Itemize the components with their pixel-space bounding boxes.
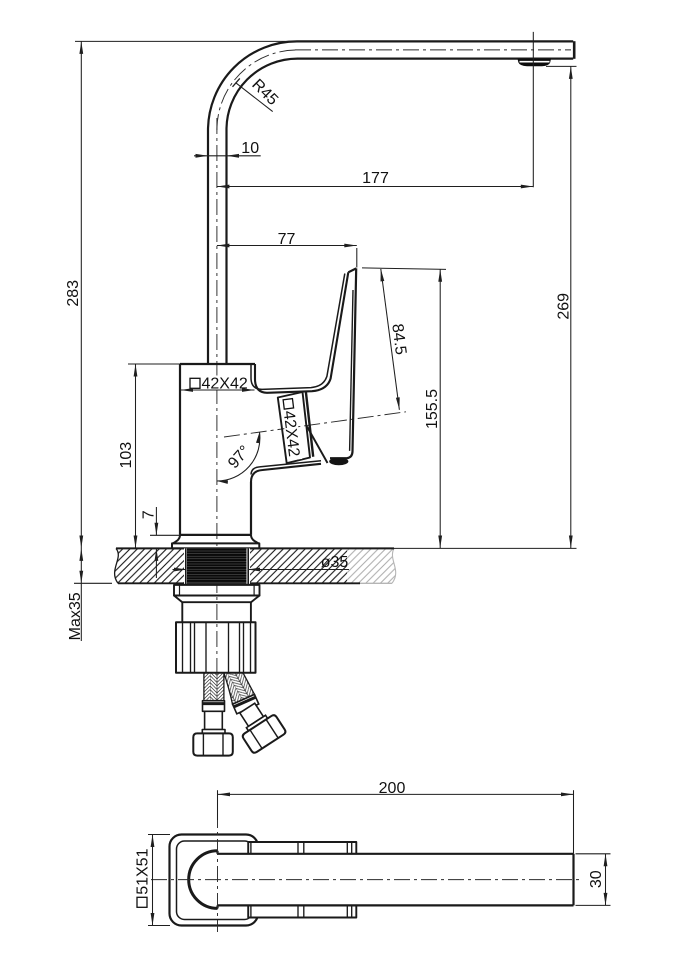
svg-text:51X51: 51X51 <box>135 848 152 894</box>
svg-text:77: 77 <box>278 231 296 248</box>
svg-text:42X42: 42X42 <box>202 376 248 393</box>
svg-text:200: 200 <box>379 780 406 797</box>
svg-text:283: 283 <box>65 280 82 307</box>
svg-text:269: 269 <box>555 293 572 320</box>
svg-text:ø35: ø35 <box>321 554 349 571</box>
svg-text:42X42: 42X42 <box>280 410 303 458</box>
svg-text:103: 103 <box>118 442 135 469</box>
svg-text:Max35: Max35 <box>67 592 84 640</box>
svg-text:10: 10 <box>241 140 259 157</box>
svg-text:84.5: 84.5 <box>388 323 409 356</box>
svg-text:177: 177 <box>362 170 389 187</box>
svg-text:155.5: 155.5 <box>424 389 441 429</box>
svg-text:7: 7 <box>140 510 157 519</box>
svg-text:30: 30 <box>588 870 605 888</box>
